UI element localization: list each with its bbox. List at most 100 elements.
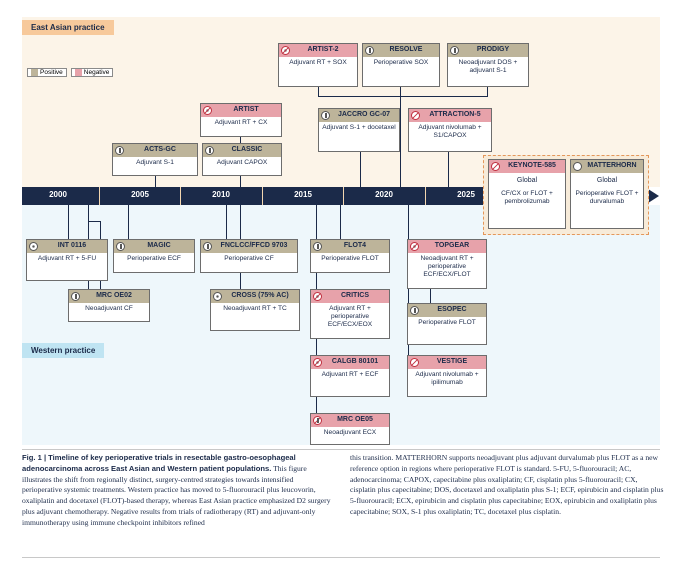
legend: Positive Negative	[27, 68, 114, 77]
immunotherapy-icon	[573, 162, 582, 171]
radiation-icon	[313, 358, 322, 367]
connector-line	[226, 205, 227, 239]
trial-title: FLOT4	[343, 242, 367, 250]
year-label: 2020	[375, 190, 393, 199]
connector-line	[240, 137, 241, 143]
caption-divider	[22, 449, 660, 450]
connector-line	[88, 221, 100, 222]
connector-line	[240, 176, 241, 187]
trial-box-classic: CLASSIC Adjuvant CAPOX	[202, 143, 282, 176]
year-label: 2025	[457, 190, 475, 199]
trial-title: ESOPEC	[437, 306, 467, 314]
timeline-tick	[99, 187, 100, 205]
trial-regimen: Adjuvant nivolumab + ipilimumab	[415, 371, 479, 387]
trial-regimen: Neoadjuvant DOS + adjuvant S-1	[458, 59, 518, 75]
trial-regimen: Neoadjuvant RT + TC	[223, 305, 287, 312]
chemo-icon	[205, 146, 214, 155]
trial-box-artist: ARTIST Adjuvant RT + CX	[200, 103, 282, 137]
timeline-tick	[425, 187, 426, 205]
trial-title: CALGB 80101	[331, 358, 379, 366]
chemo-icon	[450, 46, 459, 55]
trial-title: ATTRACTION-5	[429, 111, 481, 119]
trial-regimen: Perioperative SOX	[373, 59, 429, 66]
trial-box-cross: CROSS (75% AC) Neoadjuvant RT + TC	[210, 289, 300, 331]
trial-box-magic: MAGIC Perioperative ECF	[113, 239, 195, 273]
trial-box-int-0116: INT 0116 Adjuvant RT + 5-FU	[26, 239, 108, 281]
timeline-tick	[180, 187, 181, 205]
year-label: 2005	[131, 190, 149, 199]
trial-title: CRITICS	[341, 292, 369, 300]
trial-box-acts-gc: ACTS-GC Adjuvant S-1	[112, 143, 198, 176]
caption-bottom-divider	[22, 557, 660, 558]
year-label: 2000	[49, 190, 67, 199]
trial-regimen: Adjuvant RT + perioperative ECF/ECX/EOX	[327, 305, 373, 329]
chemo-icon	[203, 242, 212, 251]
legend-negative-label: Negative	[83, 69, 110, 76]
trial-title: JACCRO GC-07	[337, 111, 391, 119]
connector-line	[487, 87, 488, 96]
east-asian-practice-label: East Asian practice	[22, 20, 114, 35]
trial-regimen: Adjuvant RT + 5-FU	[37, 255, 97, 262]
trial-regimen: Neoadjuvant ECX	[323, 429, 377, 436]
trial-title: ARTIST-2	[307, 46, 339, 54]
trial-regimen: Neoadjuvant RT + perioperative ECF/ECX/F…	[420, 255, 474, 279]
trial-box-mrc-oe05: MRC OE05 Neoadjuvant ECX	[310, 413, 390, 445]
connector-line	[400, 87, 401, 187]
trial-box-matterhorn: MATTERHORN Global Perioperative FLOT + d…	[570, 159, 644, 229]
trial-box-attraction-5: ATTRACTION-5 Adjuvant nivolumab + S1/CAP…	[408, 108, 492, 152]
radiation-icon	[29, 242, 38, 251]
connector-line	[68, 205, 69, 239]
connector-line	[360, 152, 361, 187]
chemo-icon	[71, 292, 80, 301]
chemo-icon	[313, 416, 322, 425]
trial-box-fnclcc-ffcd-9703: FNCLCC/FFCD 9703 Perioperative CF	[200, 239, 298, 273]
trial-title: FNCLCC/FFCD 9703	[220, 242, 288, 250]
connector-line	[155, 176, 156, 187]
trial-regimen: Adjuvant RT + SOX	[289, 59, 347, 66]
trial-regimen: Adjuvant CAPOX	[216, 159, 268, 166]
figure-caption-body: This figure illustrates the shift from r…	[22, 463, 331, 527]
trial-title: KEYNOTE-585	[508, 162, 556, 170]
trial-title: INT 0116	[57, 242, 87, 250]
legend-positive: Positive	[27, 68, 67, 77]
negative-swatch	[74, 69, 82, 76]
connector-line	[448, 152, 449, 187]
immunotherapy-icon	[411, 111, 420, 120]
figure-caption-right: this transition. MATTERHORN supports neo…	[350, 453, 664, 516]
connector-line	[430, 289, 431, 303]
trial-box-artist-2: ARTIST-2 Adjuvant RT + SOX	[278, 43, 358, 87]
trial-title: CLASSIC	[231, 146, 263, 154]
timeline-tick	[343, 187, 344, 205]
immunotherapy-icon	[410, 358, 419, 367]
immunotherapy-icon	[491, 162, 500, 171]
trial-box-calgb-80101: CALGB 80101 Adjuvant RT + ECF	[310, 355, 390, 397]
trial-regimen: Adjuvant S-1 + docetaxel	[322, 124, 396, 131]
trial-regimen: CF/CX or FLOT + pembrolizumab	[501, 189, 553, 205]
trial-title: ACTS-GC	[144, 146, 176, 154]
trial-regimen: Neoadjuvant CF	[85, 305, 133, 312]
trial-regimen: Perioperative FLOT	[321, 255, 379, 262]
trial-title: ARTIST	[233, 106, 259, 114]
trial-box-flot4: FLOT4 Perioperative FLOT	[310, 239, 390, 273]
connector-line	[128, 205, 129, 239]
radiation-icon	[313, 292, 322, 301]
trial-title: MRC OE05	[337, 416, 373, 424]
year-label: 2010	[212, 190, 230, 199]
chemo-icon	[365, 46, 374, 55]
chemo-icon	[313, 242, 322, 251]
connector-line	[318, 87, 319, 96]
trial-title: PRODIGY	[476, 46, 510, 54]
trial-regimen: Perioperative FLOT	[418, 319, 476, 326]
trial-regimen: Perioperative CF	[224, 255, 274, 262]
trial-title: VESTIGE	[436, 358, 468, 366]
trial-box-topgear: TOPGEAR Neoadjuvant RT + perioperative E…	[407, 239, 487, 289]
trial-box-jaccro-gc-07: JACCRO GC-07 Adjuvant S-1 + docetaxel	[318, 108, 400, 152]
trial-regimen: Adjuvant S-1	[136, 159, 174, 166]
legend-negative: Negative	[70, 68, 114, 77]
figure-caption-title: Fig. 1 | Timeline of key perioperative t…	[22, 453, 296, 473]
trial-scope: Global	[516, 177, 538, 184]
positive-swatch	[31, 69, 38, 76]
radiation-icon	[213, 292, 222, 301]
trial-box-vestige: VESTIGE Adjuvant nivolumab + ipilimumab	[407, 355, 487, 397]
trial-regimen: Perioperative FLOT + durvalumab	[575, 189, 639, 205]
